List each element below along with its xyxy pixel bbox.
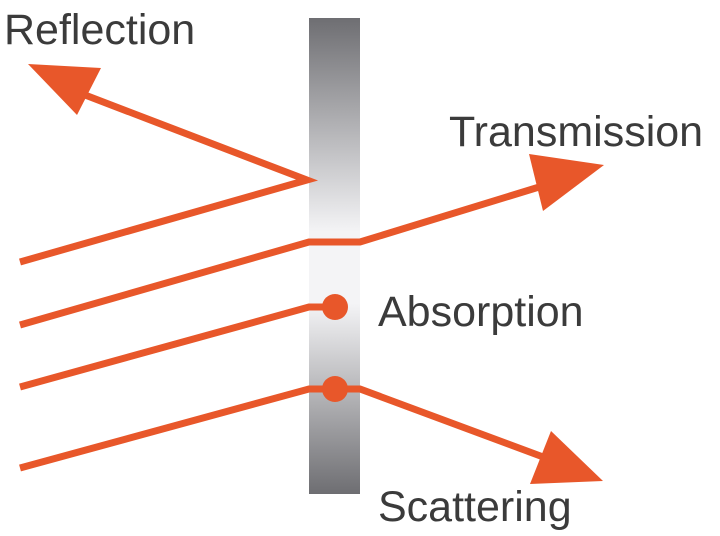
absorption-label: Absorption	[378, 288, 584, 336]
scattering-point-icon	[322, 376, 348, 402]
scattering-ray-line	[19, 385, 564, 472]
reflection-ray-line	[19, 86, 319, 266]
absorption-point-icon	[322, 294, 348, 320]
reflection-arrowhead-icon	[28, 64, 101, 115]
medium-slab	[309, 18, 360, 494]
scattering-ray	[19, 376, 603, 484]
transmission-ray	[19, 154, 604, 329]
scattering-arrowhead-icon	[530, 431, 603, 484]
transmission-arrowhead-icon	[529, 154, 604, 211]
scattering-label: Scattering	[378, 483, 572, 531]
transmission-ray-line	[19, 176, 564, 329]
reflection-label: Reflection	[4, 6, 195, 54]
absorption-ray-line	[19, 303, 334, 391]
reflection-ray	[19, 64, 319, 266]
absorption-ray	[19, 294, 348, 391]
transmission-label: Transmission	[449, 108, 703, 156]
